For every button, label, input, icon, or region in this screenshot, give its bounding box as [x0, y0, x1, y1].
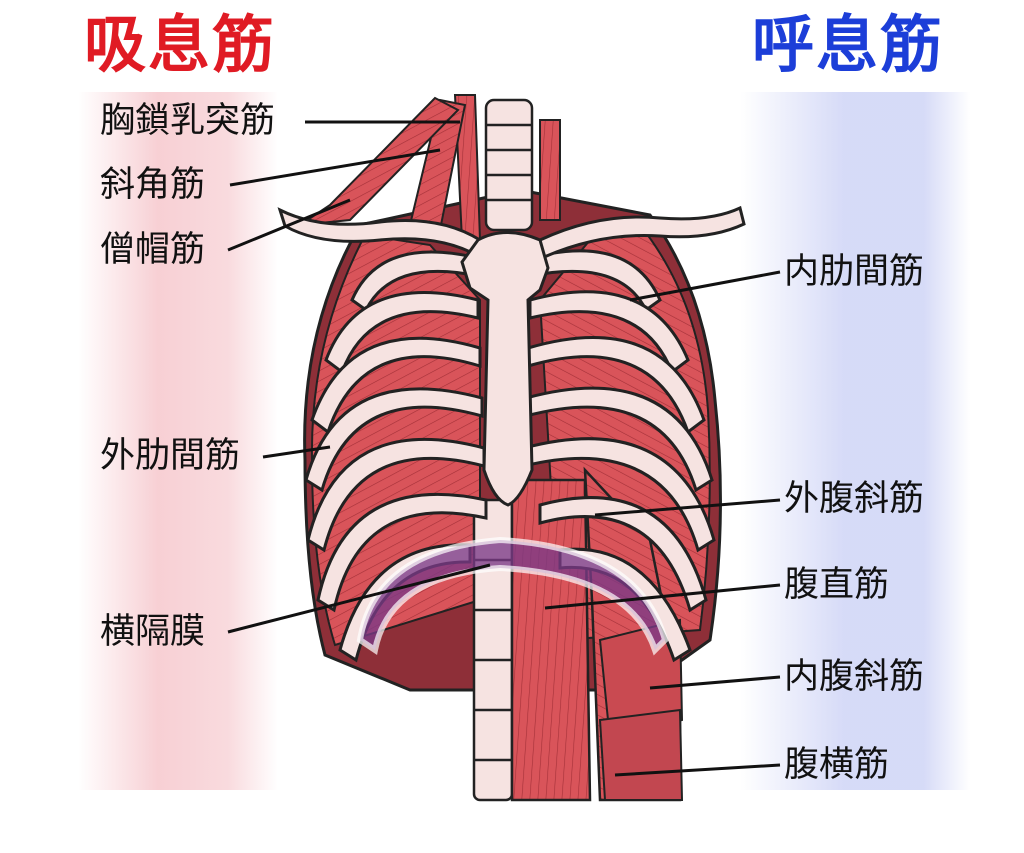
label-diaphragm: 横隔膜 [100, 612, 206, 652]
ribs-left [304, 250, 488, 663]
inspiratory-band [78, 92, 278, 790]
label-scalene: 斜角筋 [100, 165, 206, 205]
clavicle-right [538, 205, 746, 261]
label-external-intercostal: 外肋間筋 [100, 436, 241, 476]
leader-scalene [229, 148, 441, 187]
label-rectus-abdominis: 腹直筋 [784, 565, 890, 605]
expiratory-band [740, 92, 970, 790]
leader-diaphragm [227, 563, 491, 634]
diaphragm [356, 536, 669, 656]
leader-transversus-abdominis [614, 763, 781, 777]
inspiratory-heading: 吸息筋 [84, 8, 277, 81]
spine [472, 98, 534, 802]
leader-internal-oblique [649, 675, 781, 690]
label-transversus-abdominis: 腹横筋 [784, 745, 890, 785]
label-trapezius: 僧帽筋 [100, 230, 206, 270]
expiratory-heading: 呼息筋 [752, 8, 945, 81]
leader-trapezius [227, 198, 351, 252]
leader-external-oblique [594, 498, 781, 517]
leader-external-intercostal [262, 445, 331, 459]
leader-internal-intercostal [629, 270, 781, 302]
label-internal-intercostal: 内肋間筋 [784, 252, 925, 292]
label-sternocleidomastoid: 胸鎖乳突筋 [100, 101, 276, 141]
label-external-oblique: 外腹斜筋 [784, 479, 925, 519]
leader-lines [227, 120, 781, 777]
transversus-abdominis-muscle [598, 708, 684, 801]
leader-rectus-abdominis [544, 583, 781, 610]
rectus-abdominis-muscle [510, 478, 592, 802]
label-internal-oblique: 内腹斜筋 [784, 657, 925, 697]
sternum [460, 231, 550, 507]
neck-muscle-right [539, 119, 561, 221]
